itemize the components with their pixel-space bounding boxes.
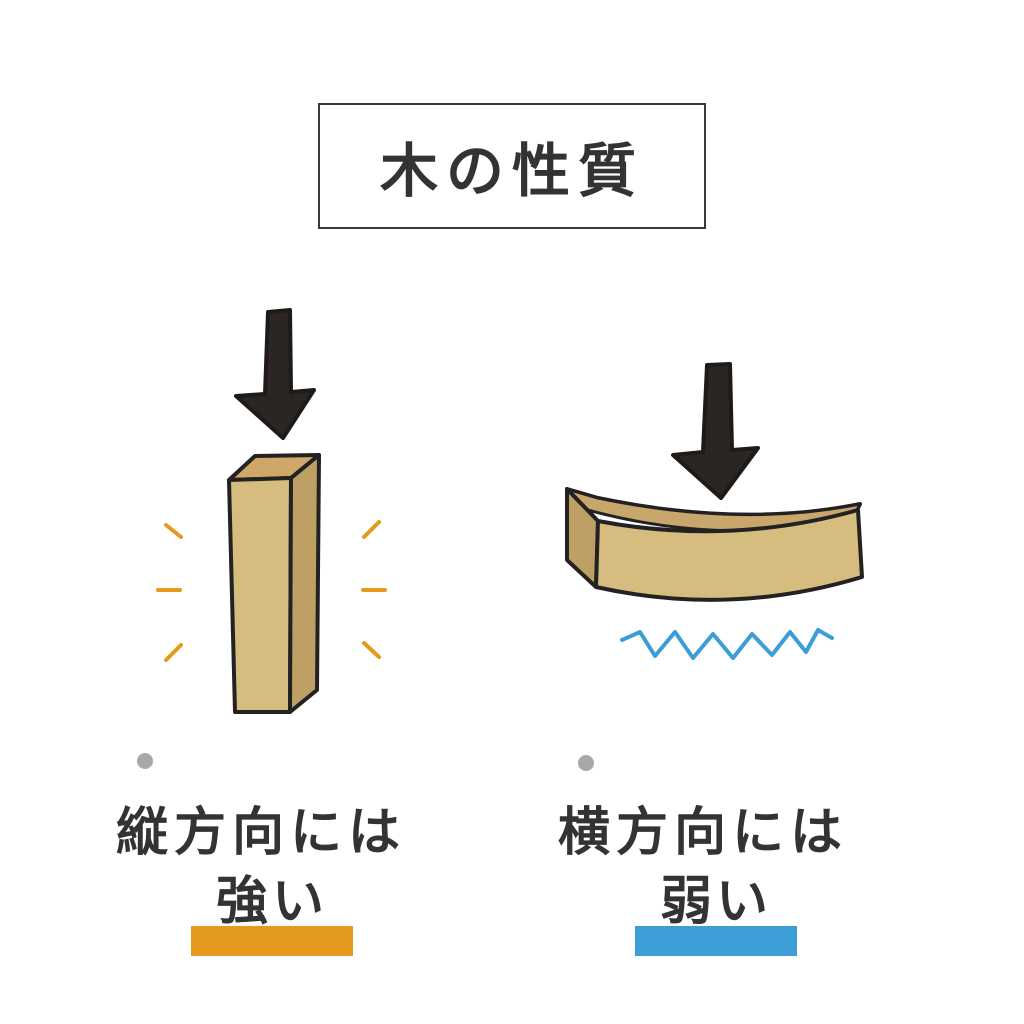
title-box: 木の性質 — [318, 103, 706, 229]
vertical-wood-post — [227, 453, 321, 714]
bending-wood-beam — [565, 487, 864, 602]
weak-highlight-bar — [635, 926, 797, 956]
left-down-arrow-icon — [234, 308, 316, 440]
weak-zigzag-icon — [620, 628, 834, 660]
right-bullet-icon — [578, 755, 594, 771]
page-title: 木の性質 — [379, 137, 644, 205]
right-down-arrow-icon — [671, 362, 760, 500]
right-result: 弱い — [659, 872, 772, 932]
right-result-badge: 弱い — [635, 870, 797, 956]
left-bullet-icon — [137, 753, 153, 769]
left-label: 縦方向には — [116, 803, 407, 863]
strong-sparkle-icon — [156, 520, 387, 662]
left-result: 強い — [215, 872, 328, 932]
left-result-badge: 強い — [191, 870, 353, 956]
right-label: 横方向には — [558, 803, 849, 863]
strong-highlight-bar — [191, 926, 353, 956]
